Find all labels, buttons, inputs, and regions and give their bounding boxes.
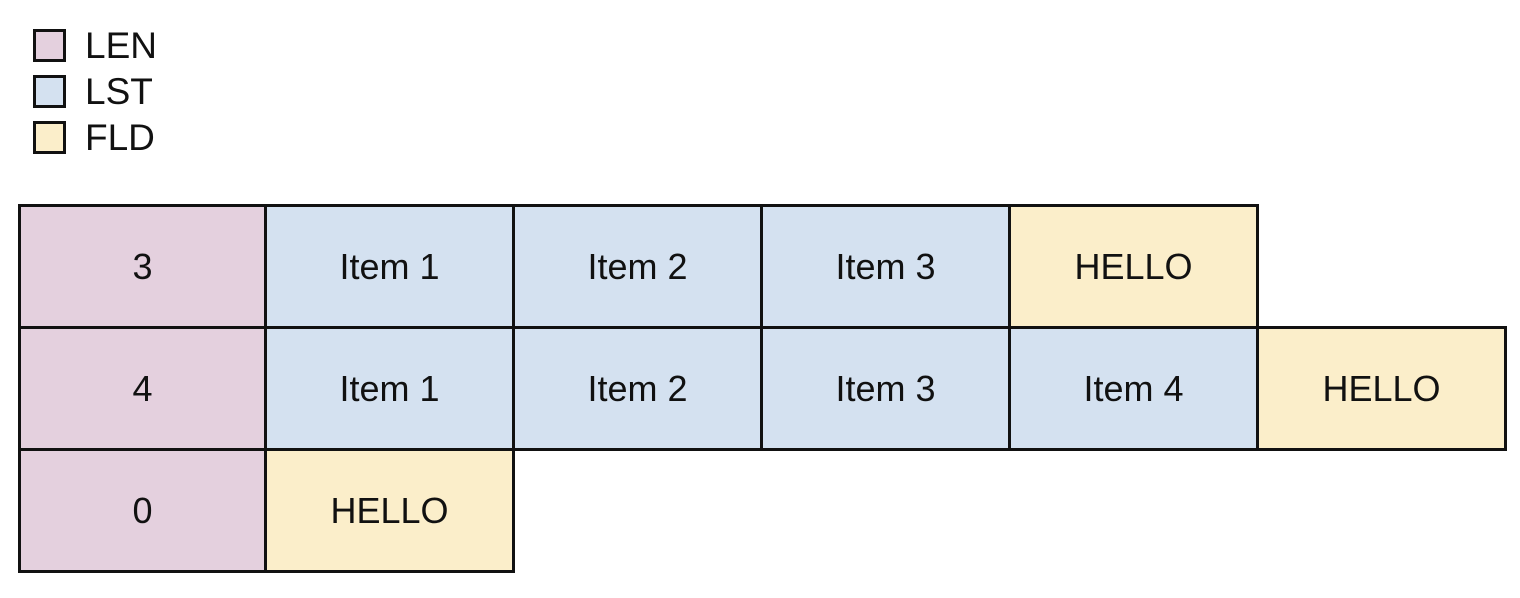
table-cell-lst: Item 4 [1008, 326, 1259, 451]
table-cell-fld: HELLO [1008, 204, 1259, 329]
legend-label: FLD [85, 116, 155, 158]
table-cell-lst: Item 1 [264, 326, 515, 451]
table-cell-len: 0 [18, 448, 267, 573]
legend-swatch-fld-icon [33, 120, 66, 154]
legend-item-fld: FLD [33, 114, 453, 160]
table-cell-lst: Item 2 [512, 204, 763, 329]
table-cell-lst: Item 1 [264, 204, 515, 329]
table-cell-lst: Item 3 [760, 326, 1011, 451]
legend-item-lst: LST [33, 68, 453, 114]
table-cell-len: 3 [18, 204, 267, 329]
table-cell-fld: HELLO [1256, 326, 1507, 451]
legend-label: LST [85, 70, 153, 112]
legend-swatch-len-icon [33, 28, 66, 62]
table-cell-len: 4 [18, 326, 267, 451]
legend-item-len: LEN [33, 22, 453, 68]
table-cell-fld: HELLO [264, 448, 515, 573]
table-cell-lst: Item 3 [760, 204, 1011, 329]
legend-label: LEN [85, 24, 157, 66]
legend-swatch-lst-icon [33, 74, 66, 108]
table-cell-lst: Item 2 [512, 326, 763, 451]
